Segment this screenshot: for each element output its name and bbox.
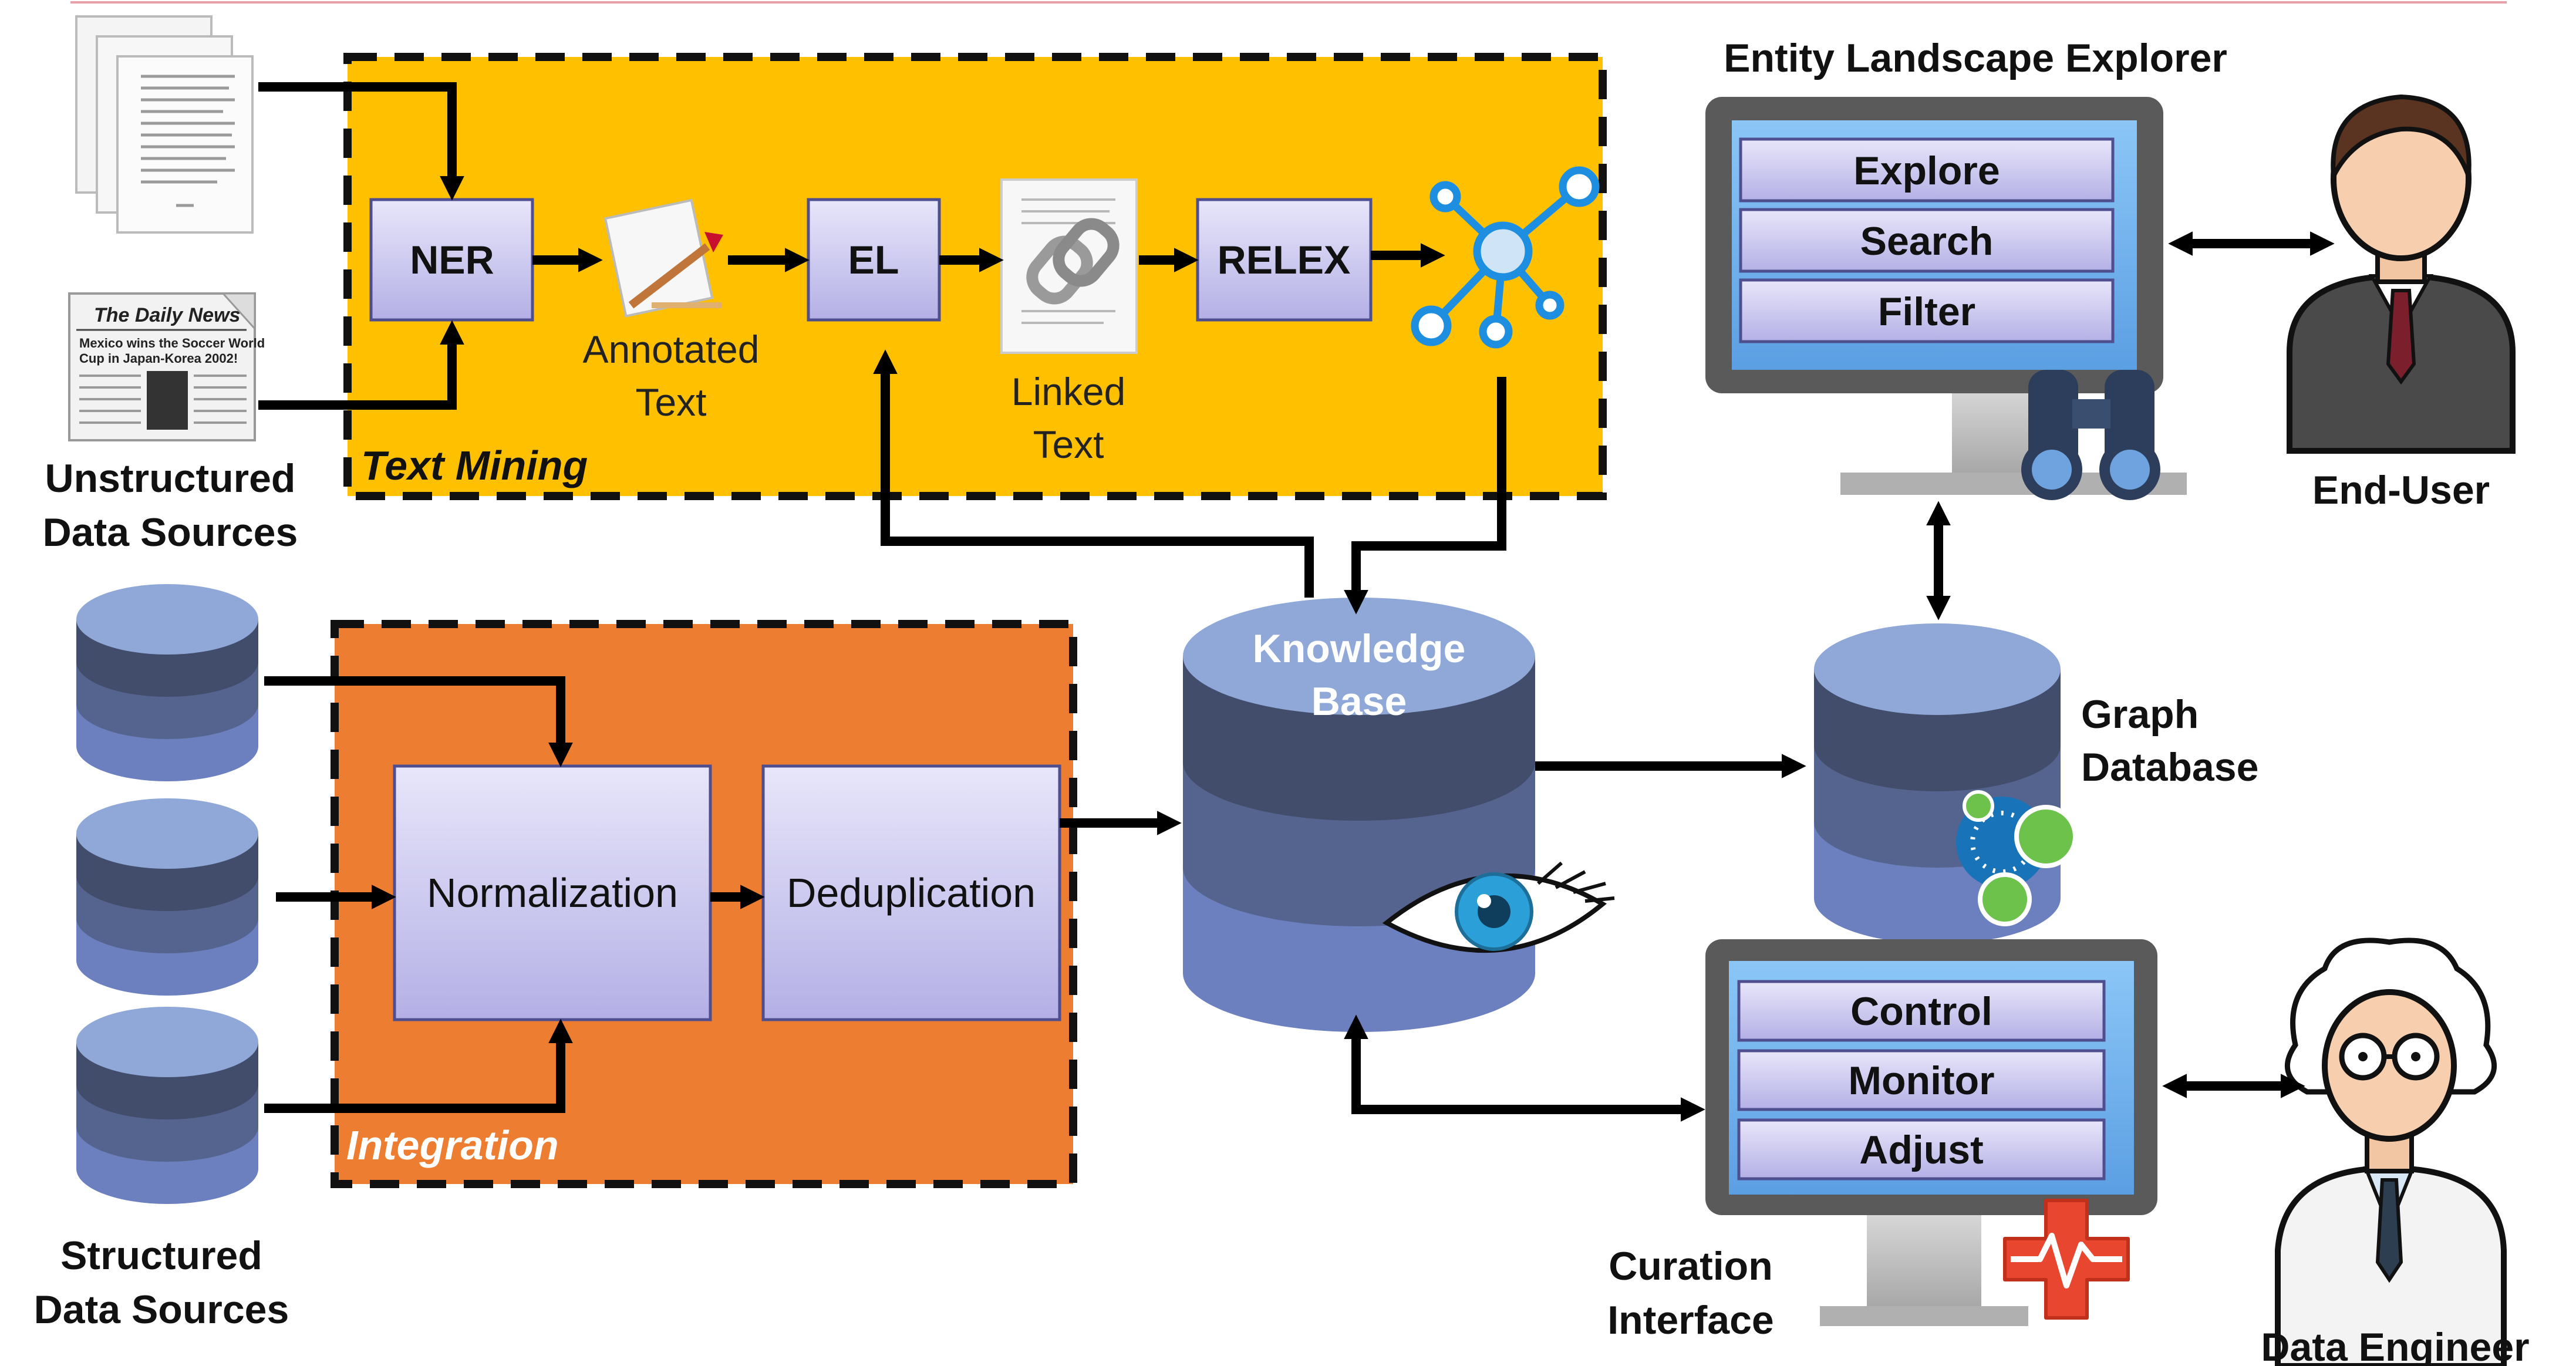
filter-button[interactable]: Filter [1739, 278, 2115, 343]
text-mining-title: Text Mining [361, 443, 588, 488]
unstructured-label-1: Unstructured [45, 456, 296, 501]
end-user-label: End-User [2312, 468, 2490, 512]
end-user-avatar [2287, 94, 2516, 454]
structured-sources-group [76, 584, 258, 1204]
text-mining-region: Text Mining [343, 53, 1607, 500]
relex-label: RELEX [1218, 238, 1351, 282]
normalization-label: Normalization [427, 870, 678, 916]
structured-label-2: Data Sources [34, 1287, 289, 1332]
neo4j-logo-icon [1956, 790, 2078, 926]
binoculars-icon [2021, 370, 2160, 500]
normalization-box: Normalization [393, 764, 712, 1021]
integration-title: Integration [346, 1122, 559, 1168]
relex-box: RELEX [1196, 198, 1373, 322]
control-button-label: Control [1850, 989, 1992, 1034]
ner-box: NER [369, 198, 534, 322]
explore-button-label: Explore [1853, 149, 2000, 193]
source-db-1-top [76, 584, 258, 655]
arrow-db3-to-normalization [264, 1018, 573, 1113]
el-box: EL [807, 198, 941, 322]
arrows [258, 82, 2335, 1122]
medical-cross-icon [2003, 1199, 2130, 1320]
curation-label-2: Interface [1607, 1298, 1773, 1343]
structured-label-1: Structured [60, 1233, 262, 1278]
graph-db-label-2: Database [2081, 745, 2258, 790]
arrow-db1-to-normalization [264, 676, 573, 767]
explore-button[interactable]: Explore [1739, 137, 2115, 203]
eye-icon [1382, 861, 1615, 953]
annotated-text-icon [603, 198, 723, 318]
newspaper-headline-2: Cup in Japan-Korea 2002! [79, 351, 238, 366]
linked-text-icon [1000, 178, 1138, 354]
kb-label-1: Knowledge [1253, 626, 1466, 671]
arrow-graph-to-kb [1344, 377, 1506, 615]
network-graph-icon [1411, 166, 1600, 349]
document-stack-icon [75, 15, 254, 234]
explorer-title: Entity Landscape Explorer [1724, 36, 2227, 80]
el-label: EL [848, 238, 899, 282]
data-engineer-label: Data Engineer [2261, 1325, 2529, 1366]
filter-button-label: Filter [1878, 289, 1975, 334]
graph-db-top [1814, 623, 2061, 715]
arrow-kb-to-el [873, 349, 1314, 598]
deduplication-label: Deduplication [787, 870, 1036, 916]
kb-top [1183, 598, 1535, 715]
search-button-label: Search [1860, 219, 1994, 264]
control-button[interactable]: Control [1737, 980, 2106, 1042]
search-button[interactable]: Search [1739, 208, 2115, 273]
newspaper-headline-1: Mexico wins the Soccer World [79, 336, 265, 350]
monitor-button[interactable]: Monitor [1737, 1049, 2106, 1111]
kb-label-2: Base [1311, 679, 1407, 724]
arrow-kb-curation [1344, 1014, 1705, 1122]
source-db-3-top [76, 1007, 258, 1077]
deduplication-box: Deduplication [761, 764, 1061, 1021]
arrow-docs-to-ner [258, 82, 464, 201]
ner-label: NER [410, 238, 494, 282]
adjust-button[interactable]: Adjust [1737, 1118, 2106, 1181]
annotated-label-1: Annotated [583, 328, 760, 371]
graph-db-label-1: Graph [2081, 692, 2199, 737]
linked-label-1: Linked [1011, 370, 1126, 413]
curation-label-1: Curation [1609, 1244, 1773, 1289]
monitor-button-label: Monitor [1848, 1058, 1994, 1103]
data-engineer-avatar [2275, 937, 2507, 1366]
newspaper-icon: The Daily News Mexico wins the Soccer Wo… [68, 292, 265, 441]
unstructured-label-2: Data Sources [43, 510, 298, 555]
newspaper-masthead: The Daily News [94, 304, 240, 326]
linked-label-2: Text [1033, 423, 1104, 466]
annotated-label-2: Text [635, 380, 706, 424]
arrow-news-to-ner [258, 320, 464, 410]
adjust-button-label: Adjust [1859, 1128, 1984, 1172]
source-db-2-top [76, 798, 258, 869]
